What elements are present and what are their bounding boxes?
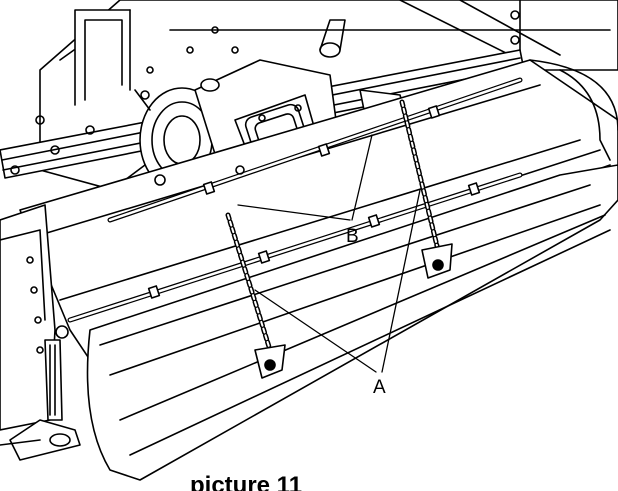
- callout-label-a: A: [373, 377, 386, 398]
- hinge-rod: [67, 77, 523, 323]
- chain-bracket-left: [254, 344, 286, 379]
- leader-lines-b: [237, 134, 373, 221]
- left-end-plate: [0, 204, 69, 431]
- rear-flap: [86, 59, 618, 481]
- figure-caption: picture 11: [190, 472, 303, 491]
- chain-right: [399, 99, 441, 253]
- frame-bolts: [10, 26, 245, 186]
- callout-label-b: B: [346, 226, 359, 247]
- skid-foot: [0, 339, 81, 461]
- chain-left: [225, 212, 273, 353]
- chain-bracket-right: [421, 243, 453, 279]
- leader-lines-a: [254, 189, 421, 373]
